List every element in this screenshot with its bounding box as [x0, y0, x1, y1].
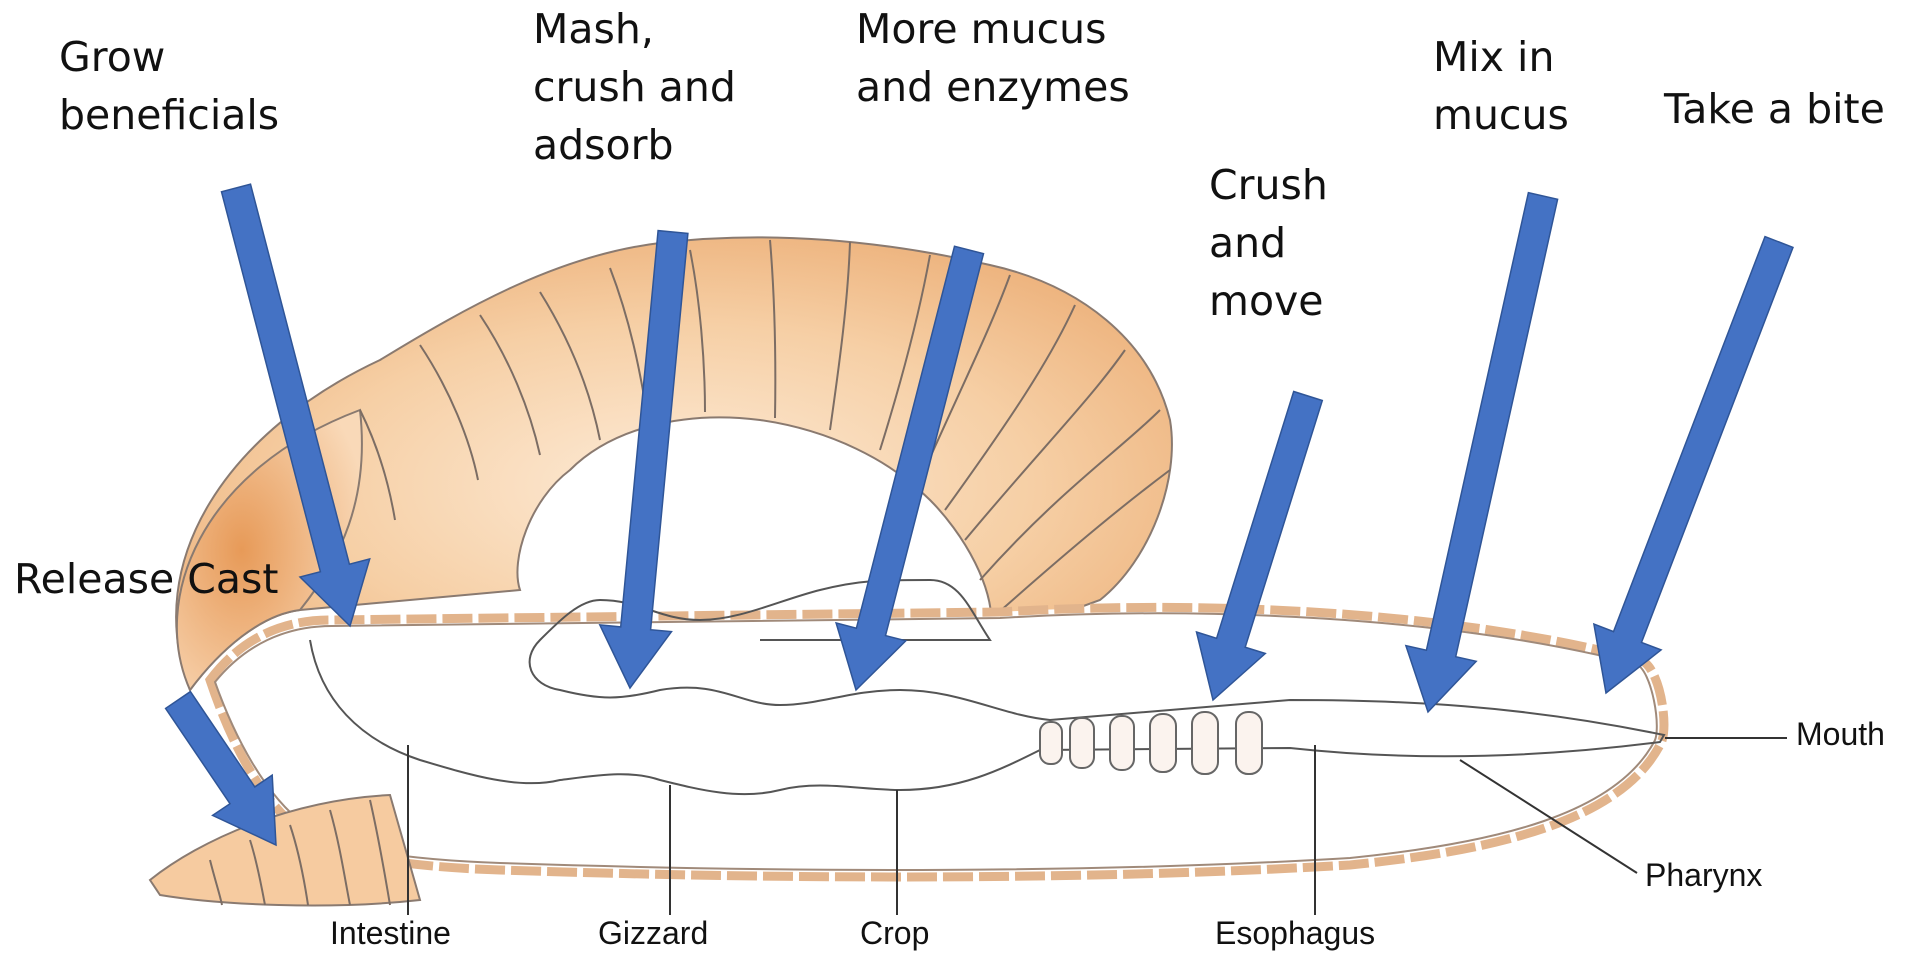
label-pharynx: Pharynx [1645, 857, 1762, 894]
label-mix-in-mucus: Mix in mucus [1433, 28, 1569, 144]
label-crop: Crop [860, 915, 929, 952]
label-crush-and-move: Crush and move [1209, 156, 1328, 330]
label-more-mucus-enzymes: More mucus and enzymes [856, 0, 1130, 116]
label-gizzard: Gizzard [598, 915, 708, 952]
label-intestine: Intestine [330, 915, 451, 952]
label-grow-beneficials: Grow beneficials [59, 28, 279, 144]
label-mash-crush-adsorb: Mash, crush and adsorb [533, 0, 736, 174]
label-take-a-bite: Take a bite [1664, 80, 1885, 138]
label-mouth: Mouth [1796, 716, 1885, 753]
label-esophagus: Esophagus [1215, 915, 1375, 952]
arrow-take-a-bite [1594, 237, 1793, 693]
label-release-cast: Release Cast [14, 550, 278, 608]
